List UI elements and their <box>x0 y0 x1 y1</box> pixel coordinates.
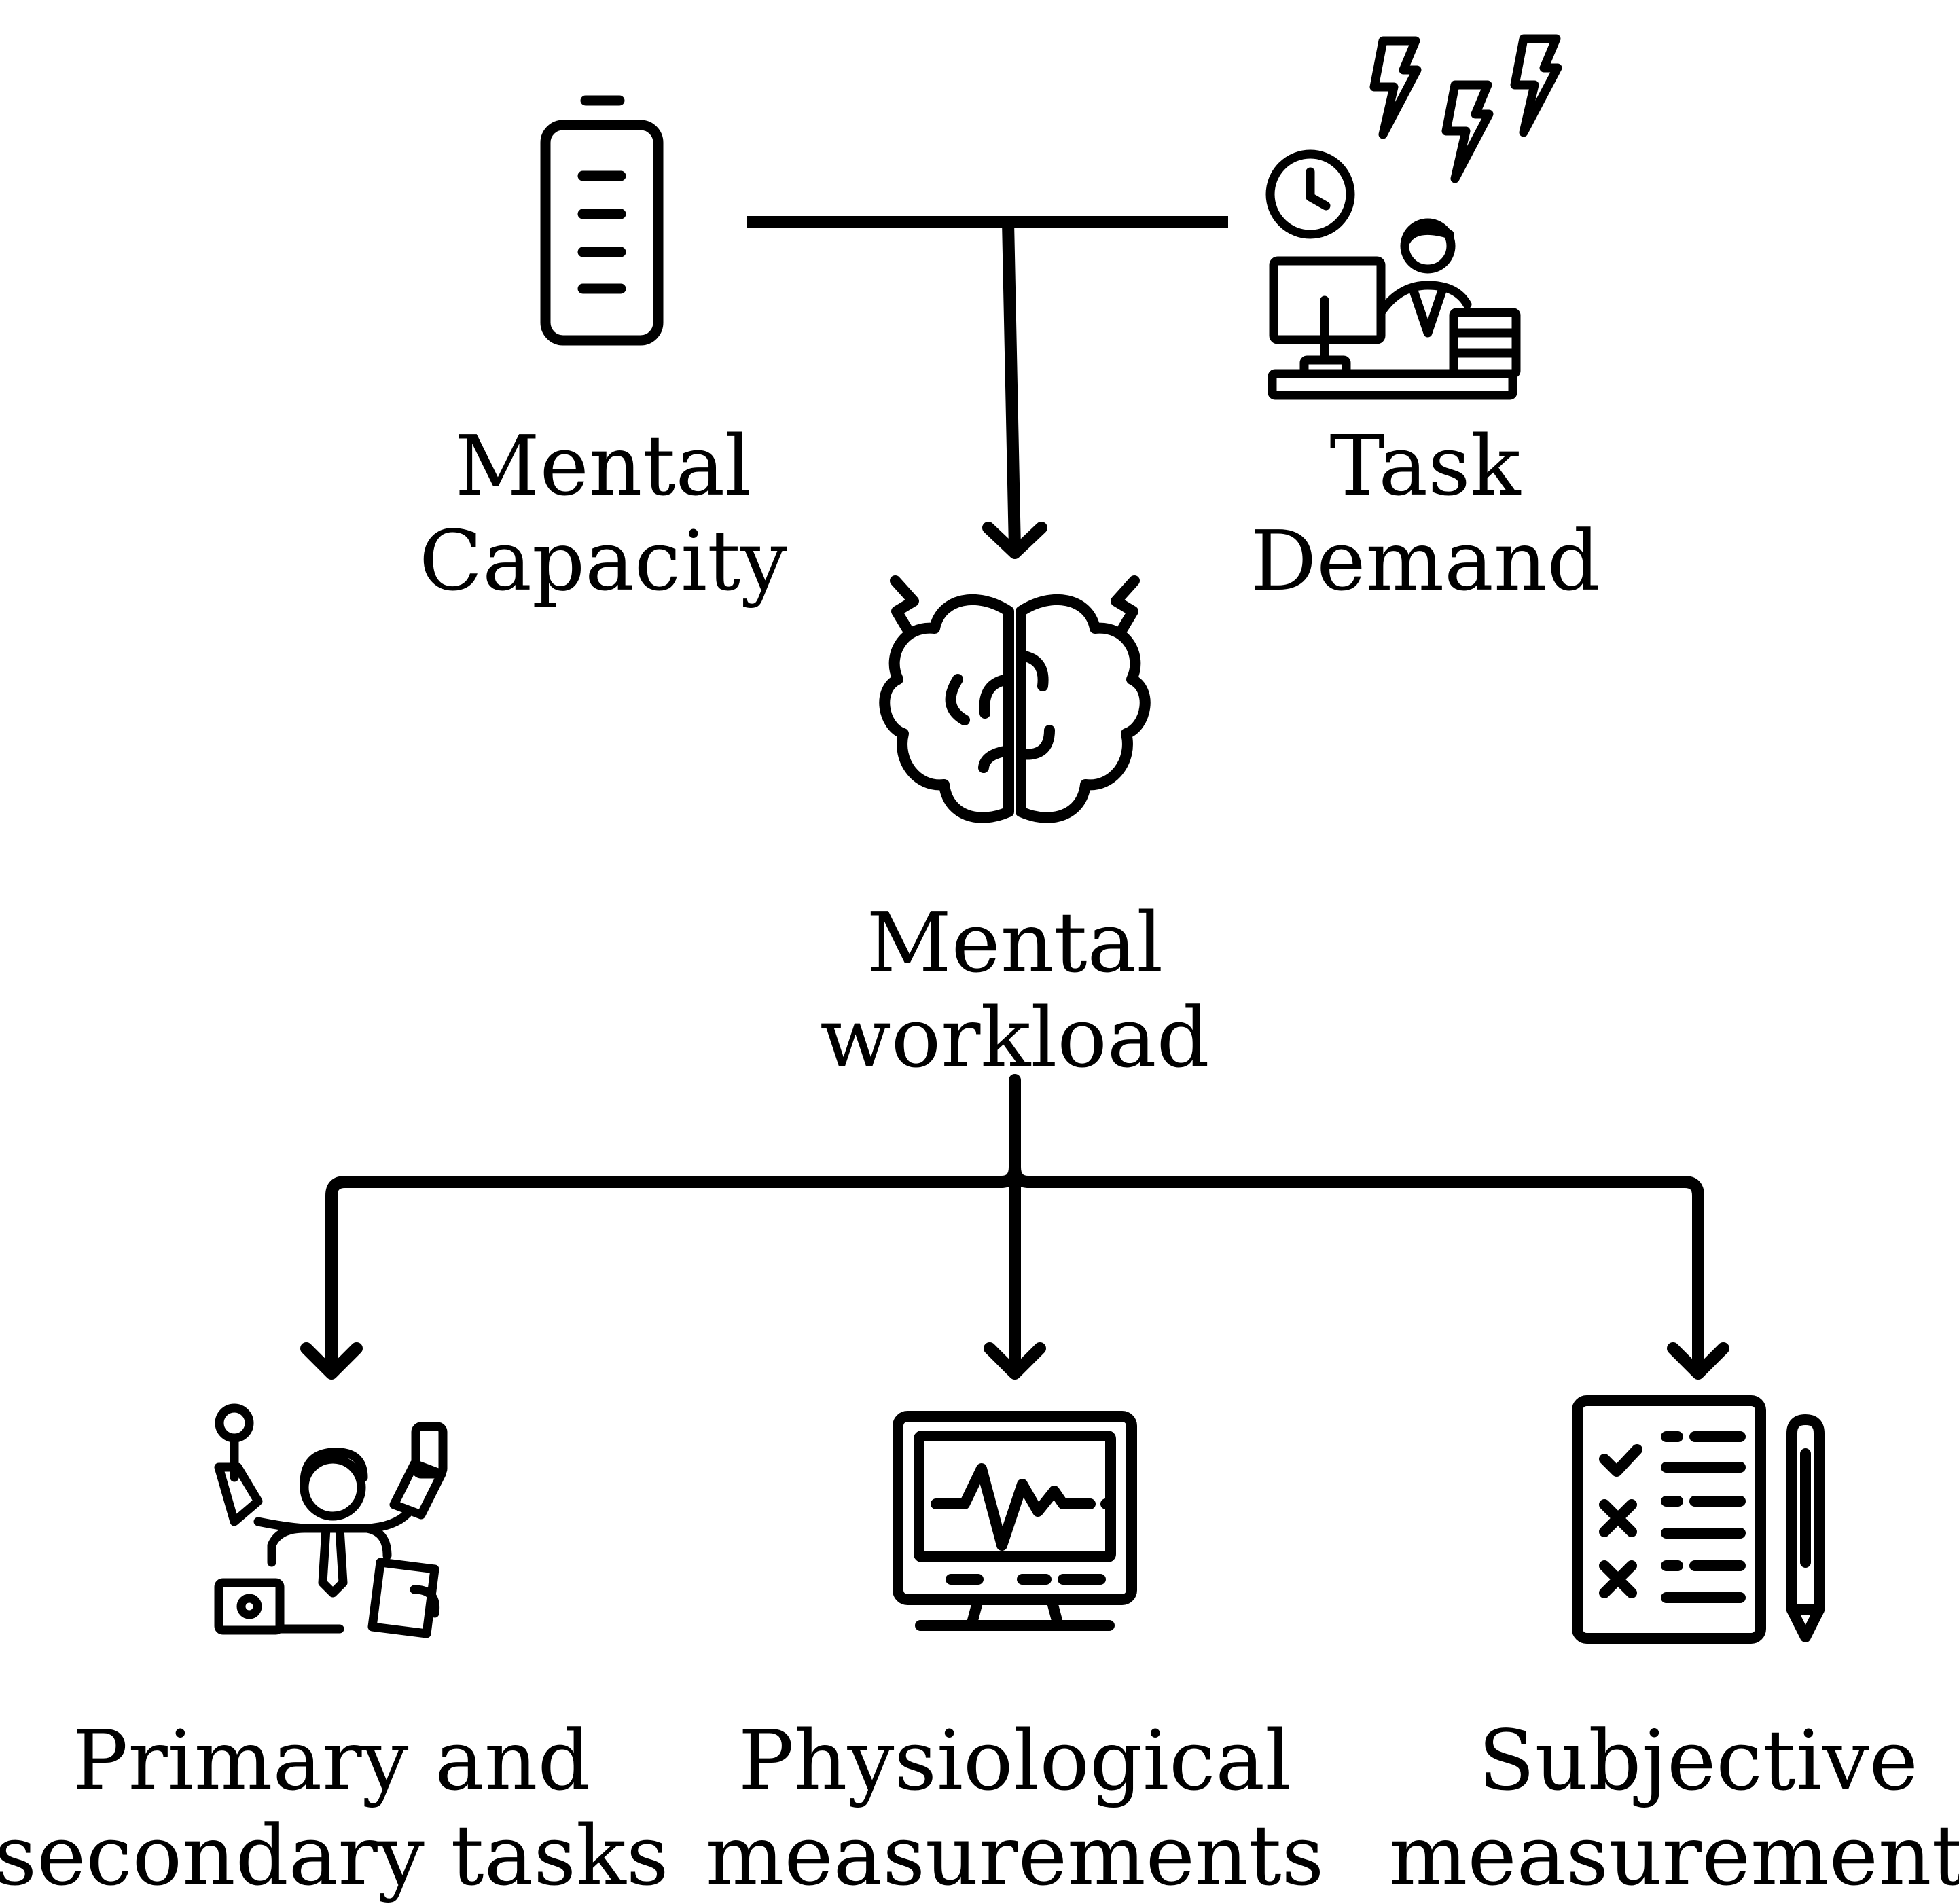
primary-secondary-label: Primary and secondary tasks <box>0 1713 668 1903</box>
task-demand-line1: Task <box>1329 418 1521 514</box>
battery-icon <box>540 95 664 346</box>
lightning-icon <box>1441 80 1494 183</box>
lightning-icon <box>1510 34 1562 137</box>
task-demand-label: Task Demand <box>1250 418 1600 609</box>
heart-monitor-icon <box>893 1411 1137 1631</box>
clock-icon <box>1265 149 1355 239</box>
brain-icon <box>879 575 1151 823</box>
physiological-label: Physiological measurements <box>706 1713 1324 1903</box>
mental-workload-label: Mental workload <box>820 895 1209 1085</box>
mental-workload-line2: workload <box>820 990 1210 1086</box>
mental-capacity-line2: Capacity <box>418 513 788 609</box>
mental-capacity-line1: Mental <box>454 418 752 514</box>
connector-bottom <box>300 1074 1729 1380</box>
checklist-icon <box>1572 1395 1825 1644</box>
mental-workload-line1: Mental <box>866 895 1164 991</box>
physiological-line1: Physiological <box>738 1712 1292 1809</box>
mental-capacity-label: Mental Capacity <box>419 418 787 609</box>
stressed-worker-icon <box>1265 34 1562 400</box>
subjective-line1: Subjective <box>1478 1712 1918 1809</box>
lightning-icon <box>1369 36 1422 139</box>
subjective-line2: measurements <box>1388 1808 1959 1904</box>
physiological-line2: measurements <box>705 1808 1325 1904</box>
primary-secondary-line2: secondary tasks <box>0 1808 669 1904</box>
connector-top <box>747 216 1228 559</box>
multitasking-person-icon <box>214 1403 448 1638</box>
subjective-label: Subjective measurements <box>1389 1713 1959 1903</box>
primary-secondary-line1: Primary and <box>72 1712 591 1809</box>
task-demand-line2: Demand <box>1250 513 1600 609</box>
